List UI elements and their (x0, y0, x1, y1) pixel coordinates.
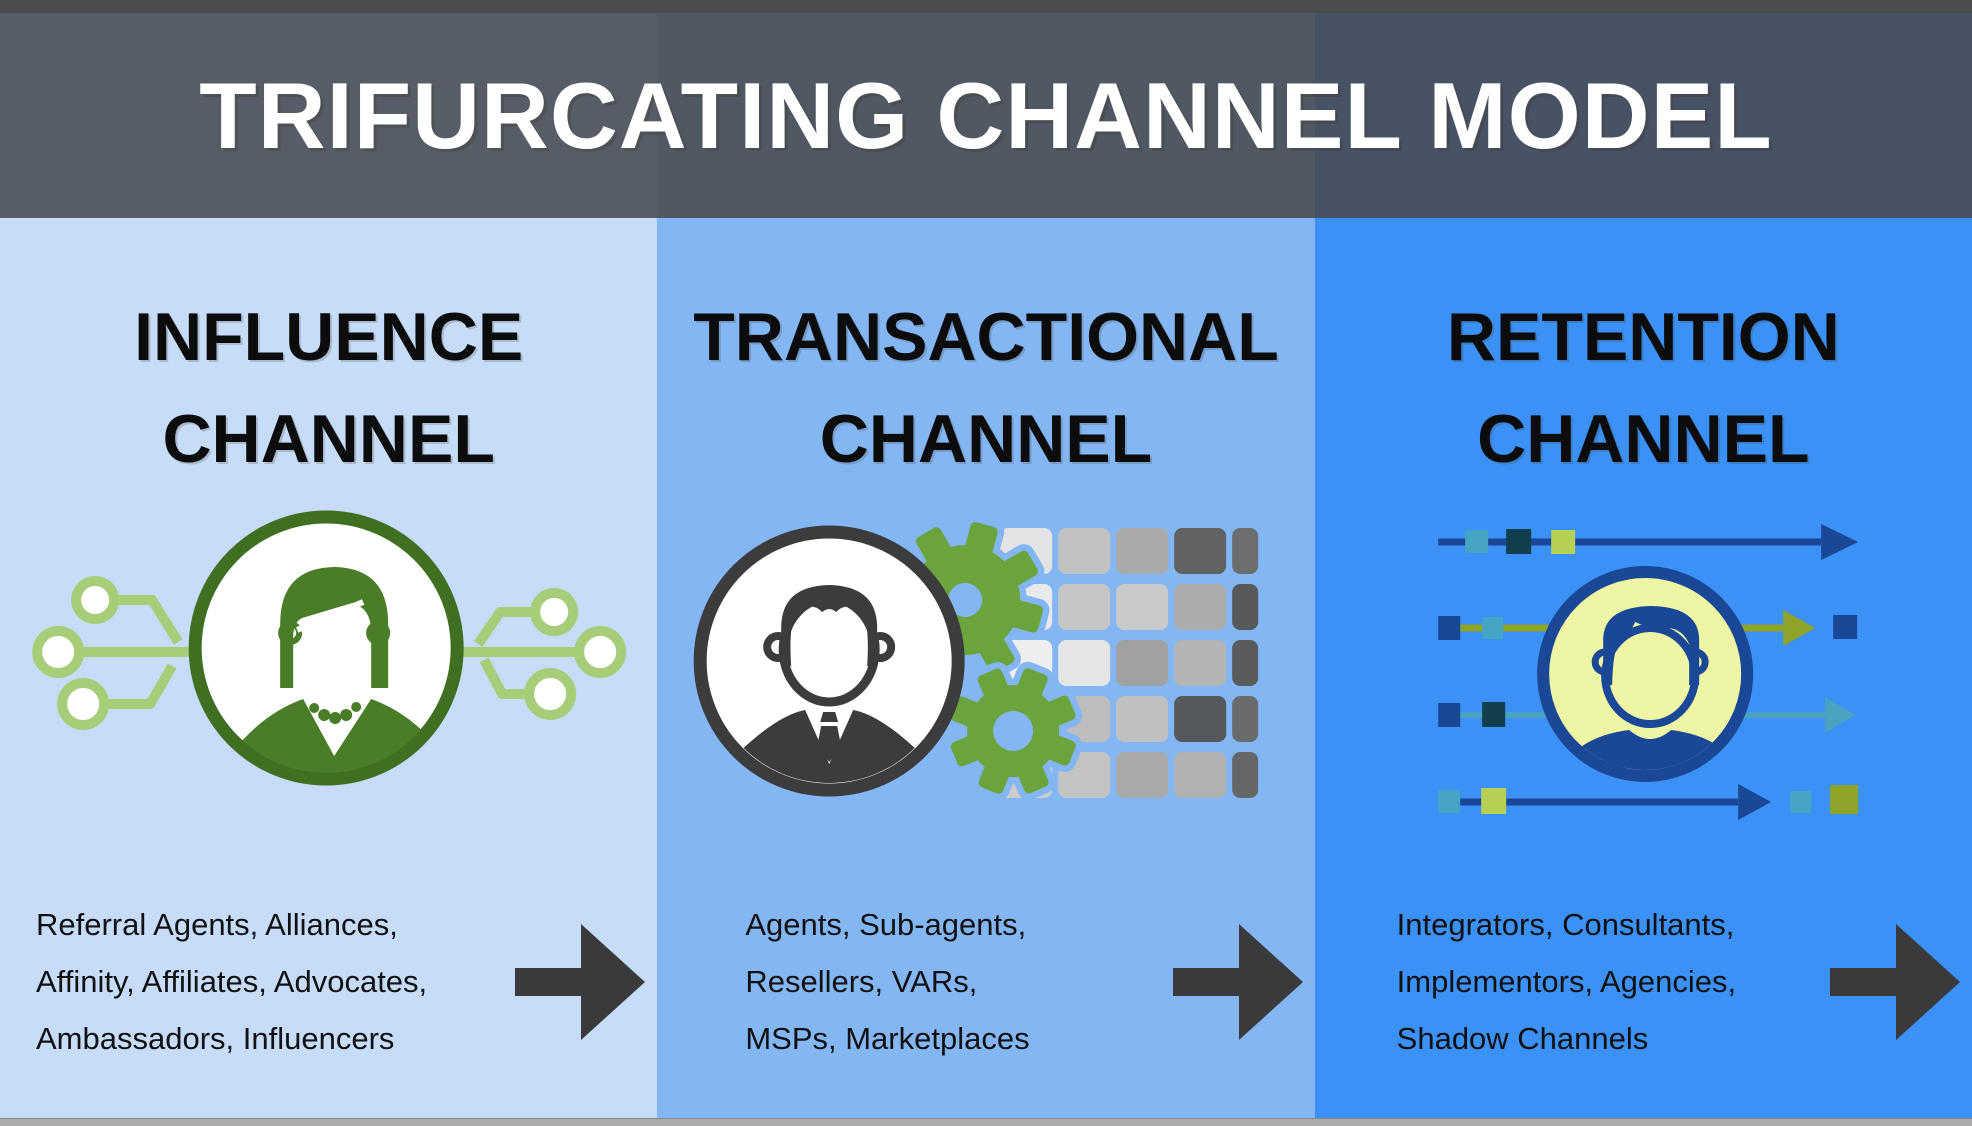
partners-line: Shadow Channels (1396, 1021, 1649, 1056)
flow-arrow-icon (1172, 923, 1303, 1040)
influencer-network-icon (32, 510, 627, 786)
partners-line: Referral Agents, Alliances, (36, 907, 398, 942)
journey-row (1437, 524, 1858, 560)
gear-icon (944, 661, 1083, 801)
salesperson-gears-data-grid-icon (693, 515, 1259, 801)
transactional-footer: Agents, Sub-agents, Resellers, VARs, MSP… (657, 896, 1314, 1067)
retention-column-title: RETENTION CHANNEL (1315, 218, 1972, 490)
partners-line: Integrators, Consultants, (1396, 907, 1735, 942)
partners-line: Affinity, Affiliates, Advocates, (36, 964, 428, 999)
header-segment-influence (0, 13, 658, 218)
partners-line: MSPs, Marketplaces (745, 1021, 1030, 1056)
retention-partners-list: Integrators, Consultants, Implementors, … (1315, 896, 1830, 1067)
column-title-line: RETENTION (1446, 299, 1840, 375)
column-title-line: CHANNEL (1477, 401, 1810, 477)
channel-columns: INFLUENCE CHANNEL (0, 218, 1972, 1119)
journey-row (1437, 784, 1858, 820)
partners-line: Ambassadors, Influencers (36, 1021, 395, 1056)
flow-arrow-icon (515, 923, 646, 1040)
retention-channel-column: RETENTION CHANNEL (1314, 218, 1972, 1119)
customer-journey-arrows-icon (1437, 524, 1858, 820)
column-title-line: INFLUENCE (134, 299, 524, 375)
partners-line: Resellers, VARs, (745, 964, 978, 999)
column-title-line: CHANNEL (162, 401, 495, 477)
partners-line: Agents, Sub-agents, (745, 907, 1027, 942)
influence-column-title: INFLUENCE CHANNEL (0, 218, 657, 490)
flow-arrow-icon (1829, 923, 1960, 1040)
transactional-channel-column: TRANSACTIONAL CHANNEL (657, 218, 1315, 1119)
transactional-partners-list: Agents, Sub-agents, Resellers, VARs, MSP… (657, 896, 1172, 1067)
influence-footer: Referral Agents, Alliances, Affinity, Af… (0, 896, 657, 1067)
header-segment-transactional (657, 13, 1315, 218)
header-band (0, 13, 1972, 218)
influence-partners-list: Referral Agents, Alliances, Affinity, Af… (0, 896, 515, 1067)
column-title-line: TRANSACTIONAL (693, 299, 1279, 375)
page-title: TRIFURCATING CHANNEL MODEL (199, 62, 1773, 168)
retention-footer: Integrators, Consultants, Implementors, … (1315, 896, 1972, 1067)
partners-line: Implementors, Agencies, (1396, 964, 1737, 999)
header-segment-retention (1314, 13, 1972, 218)
column-title-line: CHANNEL (819, 401, 1153, 477)
influence-channel-column: INFLUENCE CHANNEL (0, 218, 658, 1119)
window-top-strip (0, 0, 1972, 13)
transactional-column-title: TRANSACTIONAL CHANNEL (657, 218, 1314, 490)
window-bottom-strip (0, 1118, 1972, 1126)
